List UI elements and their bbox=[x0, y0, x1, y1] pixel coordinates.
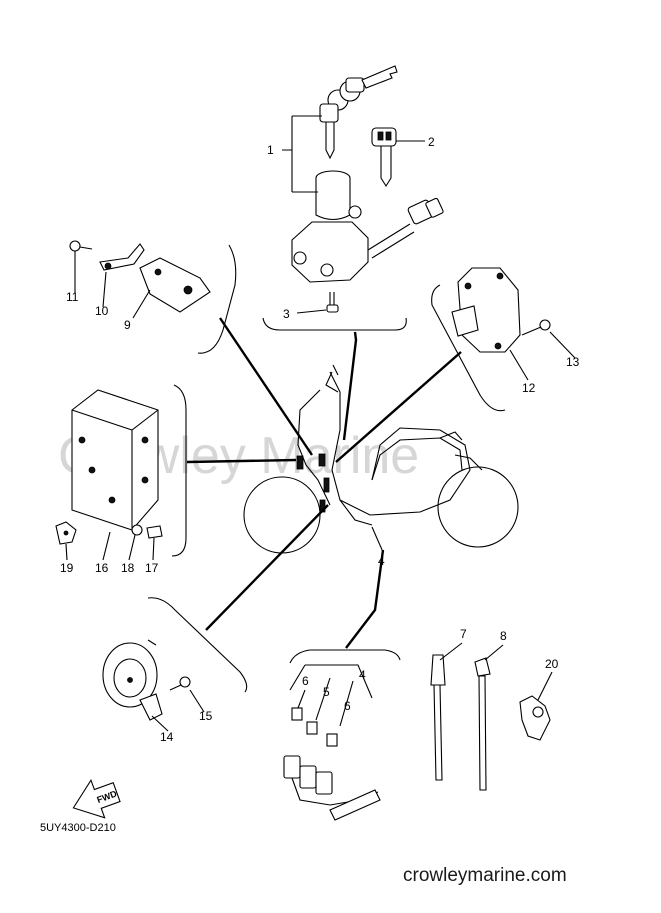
callout-7: 7 bbox=[460, 627, 467, 641]
connector-lines bbox=[186, 317, 462, 649]
cable-tie-icon bbox=[430, 654, 446, 781]
washer-icon bbox=[131, 524, 143, 536]
callout-9: 9 bbox=[124, 318, 131, 332]
callout-5: 5 bbox=[323, 685, 330, 699]
callout-labels: 1 2 3 4 4 5 6 6 7 8 9 10 11 12 13 14 15 … bbox=[60, 135, 580, 744]
bracket-small-icon bbox=[99, 243, 145, 271]
harness-connector-icon bbox=[283, 755, 381, 821]
callout-17: 17 bbox=[145, 561, 159, 575]
callout-16: 16 bbox=[95, 561, 109, 575]
control-unit-assembly bbox=[55, 389, 163, 545]
wire-harness-assembly bbox=[283, 707, 381, 821]
callout-8: 8 bbox=[500, 629, 507, 643]
bolt-icon bbox=[69, 240, 93, 252]
fuse-icon bbox=[291, 707, 303, 721]
fuse-icon bbox=[326, 733, 338, 747]
scooter-outline bbox=[243, 364, 519, 554]
callout-19: 19 bbox=[60, 561, 74, 575]
handlebar-switch-assembly bbox=[451, 267, 551, 353]
group-brackets bbox=[147, 244, 506, 693]
horn-assembly bbox=[102, 639, 191, 721]
callout-15: 15 bbox=[199, 709, 213, 723]
key-icon bbox=[371, 127, 397, 188]
bracket-assembly bbox=[69, 240, 211, 313]
callout-18: 18 bbox=[121, 561, 135, 575]
callout-10: 10 bbox=[95, 304, 109, 318]
callout-4: 4 bbox=[378, 554, 385, 568]
bolt-icon bbox=[146, 525, 163, 539]
callout-6-second: 6 bbox=[344, 699, 351, 713]
main-switch-assembly bbox=[291, 65, 444, 313]
control-unit-icon bbox=[71, 389, 159, 531]
screw-icon bbox=[326, 292, 339, 313]
fwd-arrow-icon: FWD bbox=[72, 778, 121, 819]
callout-13: 13 bbox=[566, 355, 580, 369]
callout-4-harness: 4 bbox=[359, 668, 366, 682]
screw-icon bbox=[521, 319, 551, 336]
callout-6: 6 bbox=[302, 674, 309, 688]
callout-1: 1 bbox=[267, 143, 274, 157]
switch-body-icon bbox=[451, 267, 521, 353]
callout-14: 14 bbox=[160, 730, 174, 744]
callout-12: 12 bbox=[522, 381, 536, 395]
callout-2: 2 bbox=[428, 135, 435, 149]
part-code: 5UY4300-D210 bbox=[40, 822, 116, 834]
main-switch-icon bbox=[291, 170, 444, 283]
key-set-icon bbox=[319, 65, 398, 160]
cable-tie-icon bbox=[474, 657, 491, 791]
bracket-large-icon bbox=[139, 257, 211, 313]
bolt-icon bbox=[169, 676, 191, 691]
fuse-icon bbox=[306, 721, 318, 735]
callout-20: 20 bbox=[545, 657, 559, 671]
nut-icon bbox=[55, 521, 77, 545]
leader-lines bbox=[65, 115, 576, 732]
callout-3: 3 bbox=[283, 307, 290, 321]
clamp-icon bbox=[519, 695, 551, 741]
horn-icon bbox=[102, 639, 163, 721]
site-url: crowleymarine.com bbox=[403, 865, 567, 886]
callout-11: 11 bbox=[66, 290, 79, 304]
